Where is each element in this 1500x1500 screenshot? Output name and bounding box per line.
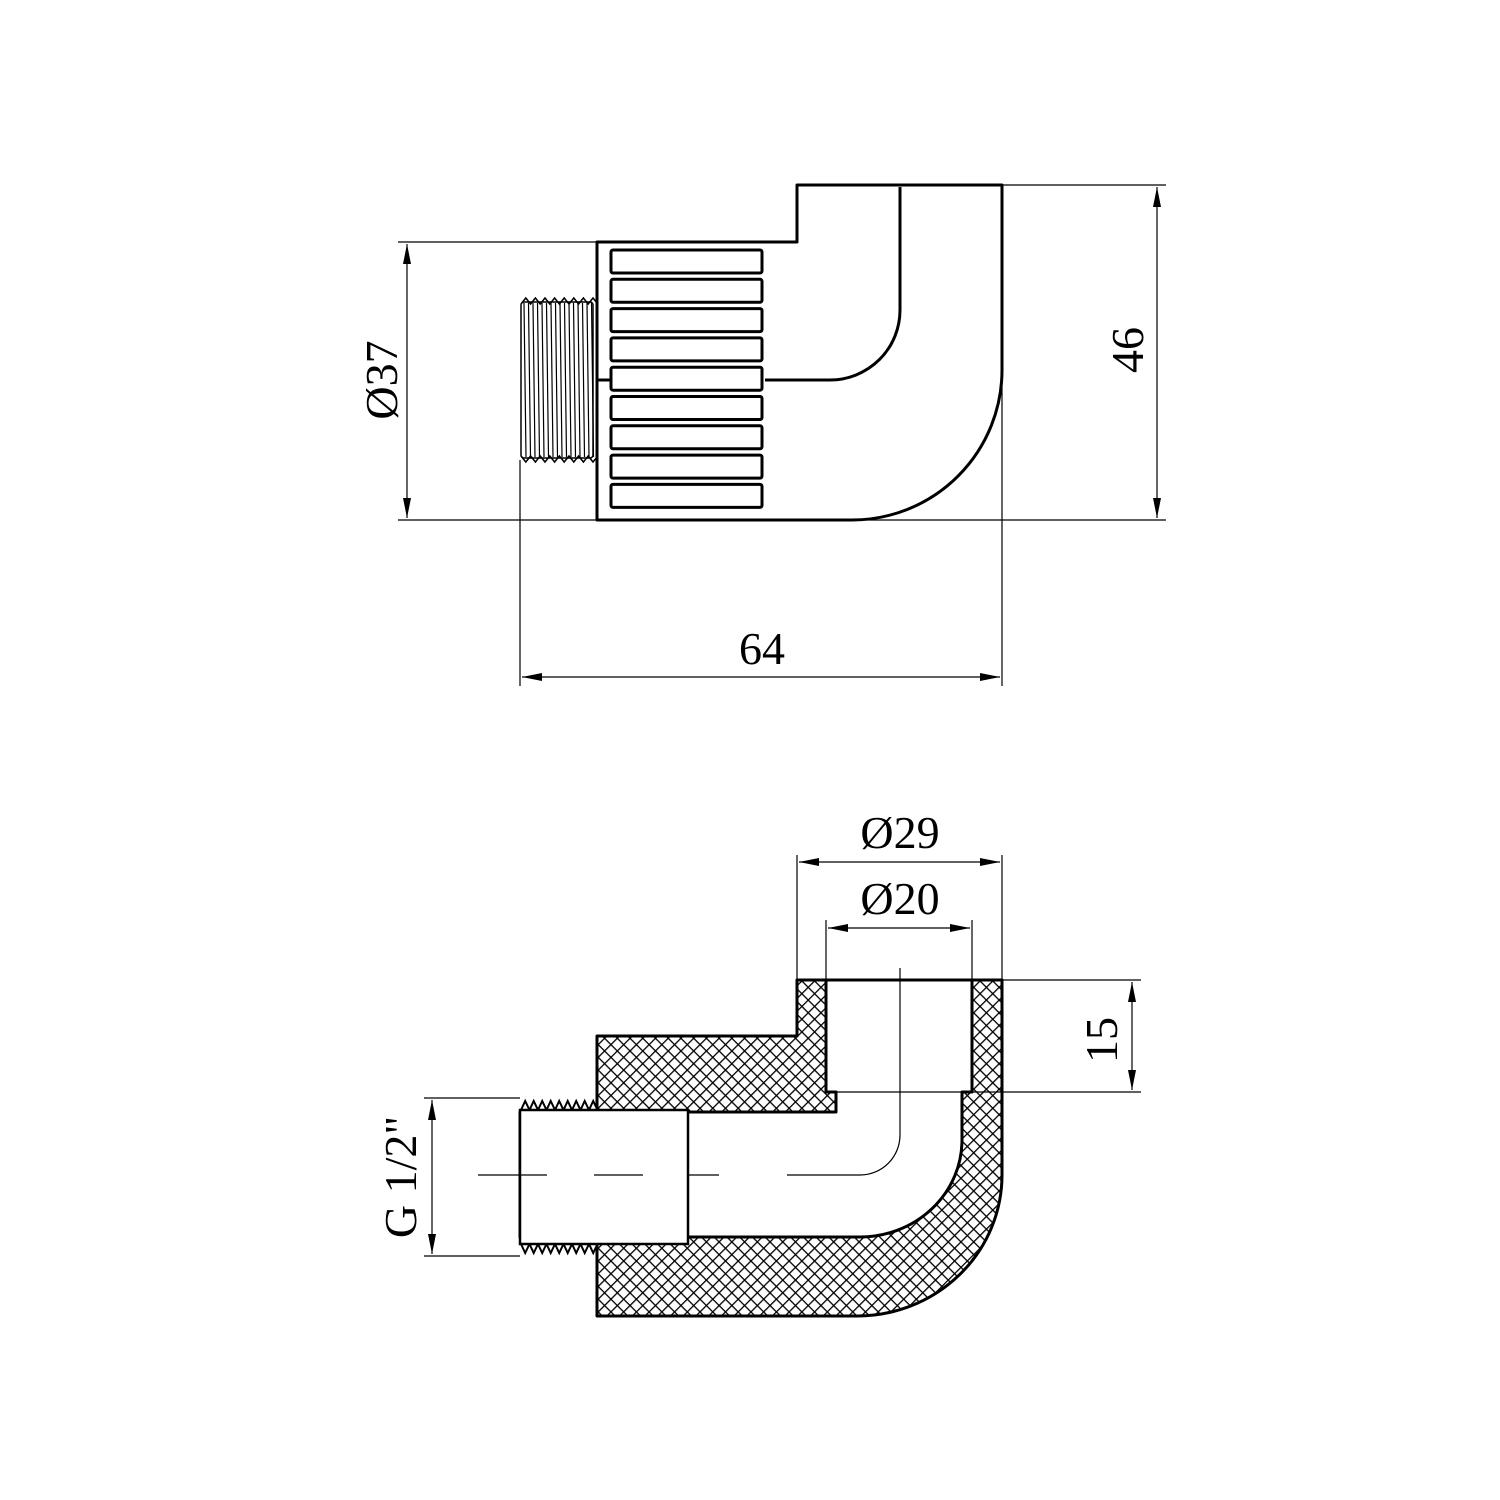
dimension-outer-diameter: Ø29 bbox=[796, 807, 1003, 980]
side-view: Ø37 46 64 bbox=[356, 183, 1166, 686]
dimension-socket-depth: 15 bbox=[1002, 979, 1141, 1093]
dimension-thread: G 1/2" bbox=[375, 1097, 520, 1257]
section-view: Ø29 Ø20 15 G 1/2" bbox=[375, 807, 1141, 1318]
dimension-label: 15 bbox=[1076, 1017, 1127, 1063]
thread-crests bbox=[520, 296, 599, 464]
dimension-label: 46 bbox=[1102, 327, 1153, 373]
thread-teeth bbox=[520, 1098, 599, 1256]
grip-rib bbox=[609, 482, 764, 509]
grip-rib bbox=[609, 248, 764, 275]
dimension-length: 64 bbox=[519, 370, 1003, 686]
thread-lines bbox=[523, 302, 595, 458]
grip-rib bbox=[609, 307, 764, 334]
dimension-label: Ø37 bbox=[356, 340, 407, 419]
thread-profile bbox=[520, 1098, 599, 1256]
grip-rib bbox=[609, 395, 764, 421]
grip-rib bbox=[609, 277, 764, 304]
grip-rib bbox=[609, 453, 764, 480]
grip-rib bbox=[609, 336, 764, 363]
grip-rib bbox=[609, 424, 764, 451]
centerline bbox=[478, 968, 901, 1176]
grip-ribs bbox=[609, 248, 764, 509]
dimension-label: Ø29 bbox=[860, 807, 939, 858]
dimension-label: G 1/2" bbox=[375, 1116, 426, 1238]
dimension-height: 46 bbox=[852, 184, 1166, 521]
dimension-label: Ø20 bbox=[860, 873, 939, 924]
inner-bend-line bbox=[597, 187, 902, 382]
dimension-diameter-body: Ø37 bbox=[356, 241, 597, 521]
grip-rib bbox=[609, 365, 764, 392]
dimension-inner-diameter: Ø20 bbox=[825, 873, 973, 980]
threaded-insert bbox=[518, 1108, 690, 1246]
dimension-label: 64 bbox=[739, 623, 785, 674]
external-thread bbox=[520, 296, 599, 464]
